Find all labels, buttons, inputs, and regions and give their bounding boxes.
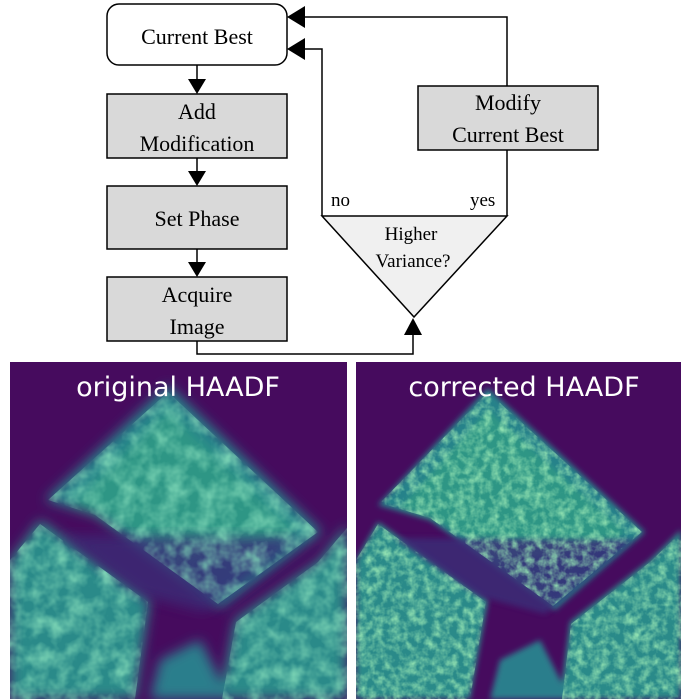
add-modification-label-line2: Modification [140, 131, 255, 156]
modify-current-best-label-line1: Modify [475, 90, 541, 115]
arrow-setphase-to-acquire [188, 249, 206, 277]
set-phase-label: Set Phase [155, 206, 240, 231]
modify-current-best-label-line2: Current Best [452, 122, 564, 147]
decision-label-line2: Variance? [376, 251, 451, 272]
modify-current-best-node: Modify Current Best [417, 85, 599, 151]
arrow-add-to-setphase [188, 158, 206, 186]
arrow-no-to-current-best [287, 38, 323, 216]
original-haadf-panel: original HAADF [10, 362, 347, 699]
acquire-image-label-line1: Acquire [162, 282, 233, 307]
acquire-image-node: Acquire Image [106, 276, 288, 342]
decision-label-line1: Higher [385, 224, 438, 245]
set-phase-node: Set Phase [106, 185, 288, 250]
arrow-acquire-to-decision [196, 318, 422, 355]
arrow-current-to-add [188, 65, 206, 94]
branch-no-label: no [331, 190, 350, 211]
current-best-node: Current Best [106, 3, 288, 66]
branch-yes-label: yes [470, 190, 495, 211]
acquire-image-label-line2: Image [170, 314, 225, 339]
original-haadf-title: original HAADF [76, 372, 280, 403]
corrected-haadf-panel: corrected HAADF [356, 362, 681, 699]
arrow-modify-to-current-best [287, 6, 508, 86]
decision-node: Higher Variance? [320, 215, 509, 319]
corrected-haadf-title: corrected HAADF [408, 372, 639, 403]
add-modification-label-line1: Add [178, 99, 216, 124]
add-modification-node: Add Modification [106, 93, 288, 159]
current-best-label: Current Best [141, 24, 253, 49]
